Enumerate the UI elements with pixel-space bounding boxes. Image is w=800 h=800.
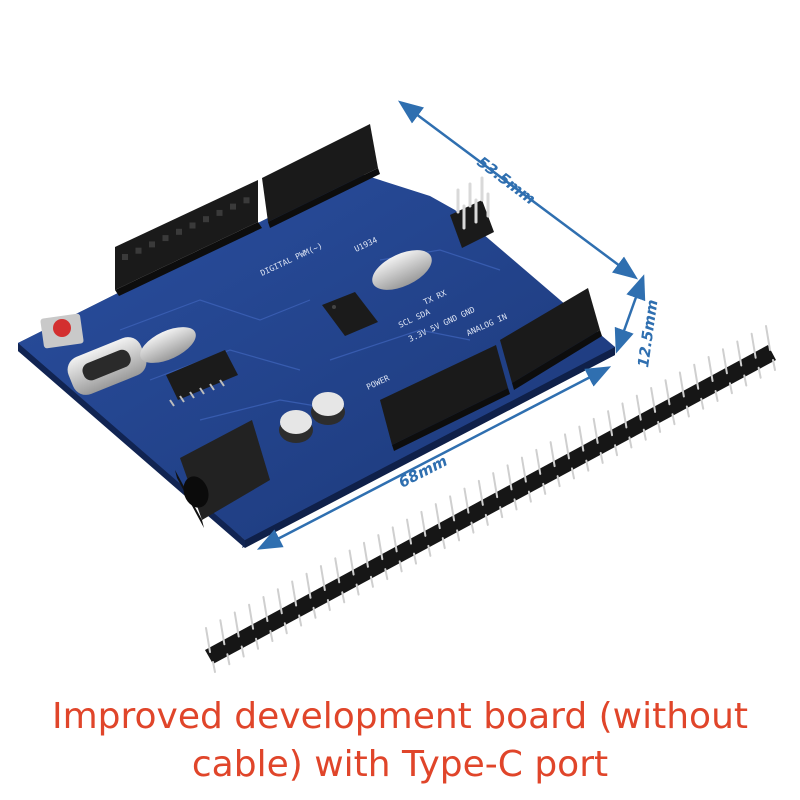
header-hole xyxy=(203,216,209,223)
header-hole xyxy=(122,254,128,260)
header-hole xyxy=(189,222,196,229)
header-pin-tail xyxy=(513,498,518,511)
header-pin xyxy=(621,402,628,429)
header-pin-tail xyxy=(298,614,303,627)
header-pin xyxy=(205,627,211,653)
header-pin-tail xyxy=(585,459,590,472)
header-pin xyxy=(334,557,341,584)
header-hole xyxy=(162,235,169,242)
header-pin xyxy=(305,572,312,599)
header-pin-tail xyxy=(341,591,346,604)
header-pin-tail xyxy=(642,428,647,441)
header-pin xyxy=(219,619,226,646)
mcu-chip xyxy=(322,292,378,336)
header-pin-tail xyxy=(542,482,547,495)
header-pin-tail xyxy=(312,606,317,619)
header-pin-tail xyxy=(398,560,403,573)
header-pin-tail xyxy=(384,568,389,581)
header-pin xyxy=(750,332,757,359)
header-pin-tail xyxy=(441,537,446,550)
header-pin-tail xyxy=(657,420,662,433)
usb-type-c-port xyxy=(67,337,147,395)
header-pin xyxy=(348,549,355,576)
header-hole xyxy=(230,203,236,210)
header-pin-tail xyxy=(772,359,776,371)
header-pin-tail xyxy=(484,513,489,526)
header-pin xyxy=(707,355,714,382)
header-pin-tail xyxy=(614,444,619,457)
header-pin-tail xyxy=(255,637,260,650)
header-pin xyxy=(765,325,771,351)
header-hole xyxy=(216,209,223,216)
header-pin xyxy=(233,611,240,638)
header-pin-tail xyxy=(226,653,231,666)
header-pin-tail xyxy=(527,490,532,503)
header-pin-tail xyxy=(470,521,475,534)
header-pin-tail xyxy=(743,374,748,387)
digital-header-right xyxy=(262,124,380,228)
header-pin xyxy=(248,603,255,630)
caption-line-1: Improved development board (without xyxy=(51,696,749,737)
header-pin xyxy=(721,348,728,375)
header-pin-tail xyxy=(757,366,762,379)
header-pin-tail xyxy=(628,436,633,449)
header-pin xyxy=(262,596,269,623)
header-pin-tail xyxy=(685,405,690,418)
header-hole xyxy=(176,228,182,235)
header-pin-tail xyxy=(427,544,432,557)
header-hole xyxy=(135,247,142,254)
header-pin xyxy=(650,386,657,413)
header-pin-tail xyxy=(240,645,245,658)
header-pin-tail xyxy=(728,382,733,395)
caption-line-2: cable) with Type-C port xyxy=(191,744,609,785)
header-pin xyxy=(635,394,642,421)
header-pin-tail xyxy=(671,413,676,426)
usb-serial-chip xyxy=(166,350,238,407)
dc-barrel-jack xyxy=(175,420,270,528)
header-pin xyxy=(291,580,298,607)
header-pin xyxy=(736,340,743,367)
header-pin-tail xyxy=(369,575,374,588)
header-pin xyxy=(678,371,685,398)
header-pin-tail xyxy=(570,467,575,480)
header-pin-tail xyxy=(456,529,461,542)
header-pin-tail xyxy=(283,622,288,635)
header-pin-tail xyxy=(599,451,604,464)
dimension-height-label: 12.5mm xyxy=(634,298,661,368)
header-pin xyxy=(319,565,326,592)
header-hole xyxy=(243,197,250,204)
header-pin-tail xyxy=(499,506,504,519)
header-pin-tail xyxy=(212,661,216,673)
header-pin-tail xyxy=(269,630,274,643)
dimension-height: 12.5mm xyxy=(614,274,661,369)
header-hole xyxy=(149,241,155,248)
header-pin-tail xyxy=(714,389,719,402)
digital-header-left xyxy=(115,180,262,296)
header-pin-tail xyxy=(556,475,561,488)
header-pin-tail xyxy=(355,583,360,596)
header-pin-tail xyxy=(700,397,705,410)
reset-button xyxy=(40,313,84,349)
header-pin xyxy=(693,363,700,390)
header-pin xyxy=(664,379,671,406)
header-pin xyxy=(276,588,283,615)
header-pin-tail xyxy=(326,599,331,612)
header-pin-tail xyxy=(413,552,418,565)
